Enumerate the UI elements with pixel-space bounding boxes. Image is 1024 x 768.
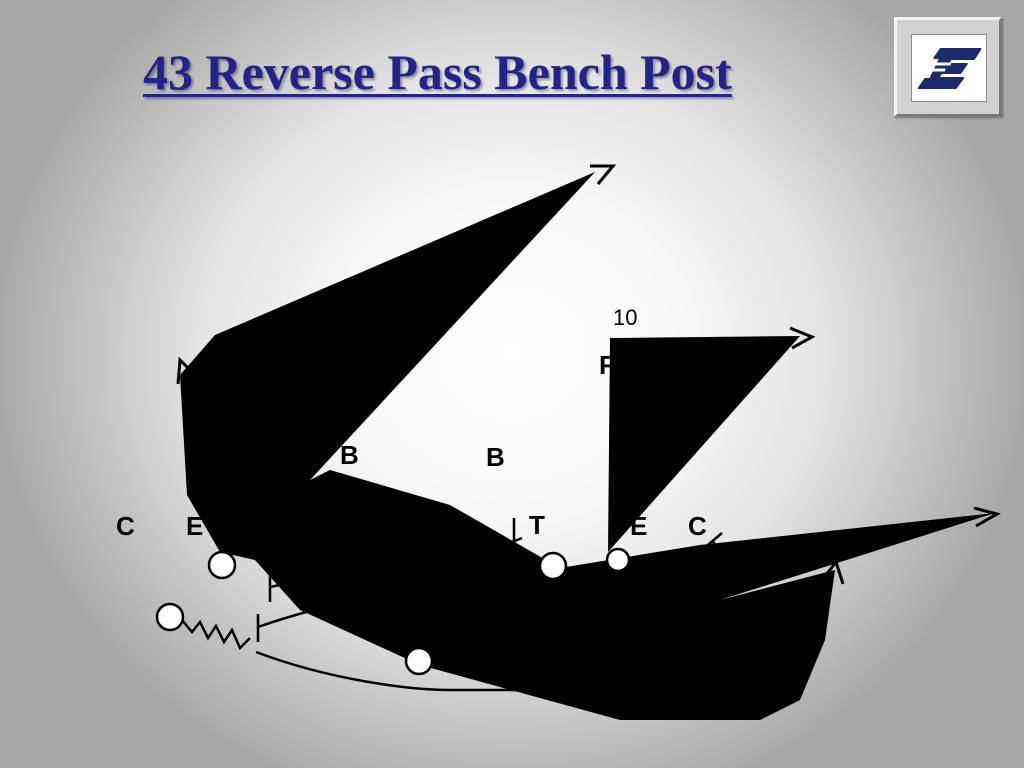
defender-free-right: F [599,350,615,380]
defender-corner-left: C [116,511,135,541]
defender-corner-right: C [688,511,707,541]
motion-zigzag-line [181,619,251,651]
eastern-e-logo-icon [917,48,982,89]
defense-labels: F F B B C E T E C [116,341,707,541]
defender-free-left: F [209,341,225,371]
logo-panel [911,34,987,102]
arrowhead-out [973,506,1001,528]
defender-backer-left: B [340,440,359,470]
arrowhead-wheel [176,356,200,385]
defender-tackle: T [529,510,545,540]
player-circle [207,550,237,580]
route-shapes [180,172,995,720]
arrowhead-deep-post [590,164,617,185]
player-circle [404,646,434,676]
pitch-route-line [255,650,640,692]
defender-end-right: E [630,511,647,541]
player-circle [605,547,631,573]
slide-title: 43 Reverse Pass Bench Post [143,44,732,100]
defender-end-left: E [186,511,203,541]
arrowheads [176,164,1001,585]
logo-frame [894,17,1002,117]
post-route-right [608,336,800,552]
arrowhead-corner [824,558,845,585]
offense-players [155,547,631,676]
yard-marker: 10 [613,305,637,330]
arrowhead-flat [789,326,816,350]
bench-post-route [180,172,995,720]
defender-backer-right: B [486,442,505,472]
player-circle [538,551,568,581]
player-circle [155,602,185,632]
